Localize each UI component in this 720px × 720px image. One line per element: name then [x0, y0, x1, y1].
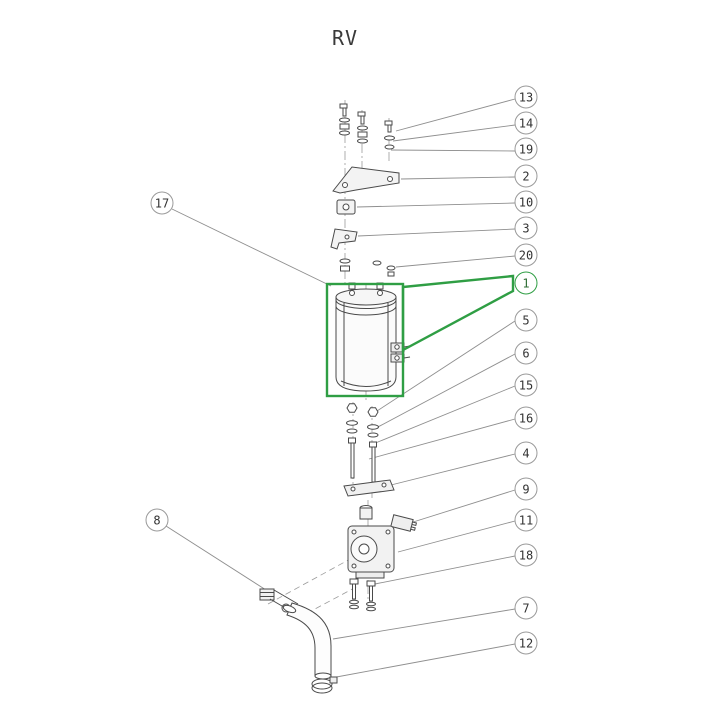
part-top-fasteners-left — [339, 103, 350, 136]
balloon-9[interactable]: 9 — [514, 477, 538, 501]
balloon-11[interactable]: 11 — [514, 508, 538, 532]
balloon-2[interactable]: 2 — [514, 164, 538, 188]
part-clip — [330, 228, 358, 250]
part-bracket — [332, 166, 400, 194]
balloon-6[interactable]: 6 — [514, 341, 538, 365]
balloon-10[interactable]: 10 — [514, 190, 538, 214]
balloon-13[interactable]: 13 — [514, 85, 538, 109]
part-connector — [390, 514, 418, 532]
diagram-title: RV — [331, 26, 359, 50]
balloon-15[interactable]: 15 — [514, 373, 538, 397]
part-hose — [282, 602, 332, 680]
part-block — [336, 199, 356, 215]
part-pump — [347, 505, 418, 579]
part-top-fasteners-mid — [357, 111, 368, 144]
balloon-18[interactable]: 18 — [514, 543, 538, 567]
balloon-8[interactable]: 8 — [145, 508, 169, 532]
highlight-part-1 — [325, 274, 515, 398]
balloon-5[interactable]: 5 — [514, 308, 538, 332]
part-top-fasteners-right — [384, 120, 395, 150]
part-clamp — [311, 676, 338, 694]
part-lower-fasteners — [346, 403, 379, 483]
balloon-20[interactable]: 20 — [514, 243, 538, 267]
balloon-4[interactable]: 4 — [514, 441, 538, 465]
part-plate — [343, 479, 395, 497]
balloon-19[interactable]: 19 — [514, 137, 538, 161]
balloon-12[interactable]: 12 — [514, 631, 538, 655]
part-motor[interactable] — [335, 282, 411, 392]
balloon-7[interactable]: 7 — [514, 596, 538, 620]
balloon-14[interactable]: 14 — [514, 111, 538, 135]
part-bolts-18 — [349, 578, 376, 612]
balloon-3[interactable]: 3 — [514, 216, 538, 240]
balloon-16[interactable]: 16 — [514, 406, 538, 430]
balloon-17[interactable]: 17 — [150, 191, 174, 215]
balloon-1-selected[interactable]: 1 — [514, 271, 538, 295]
part-washers-20 — [339, 258, 396, 277]
